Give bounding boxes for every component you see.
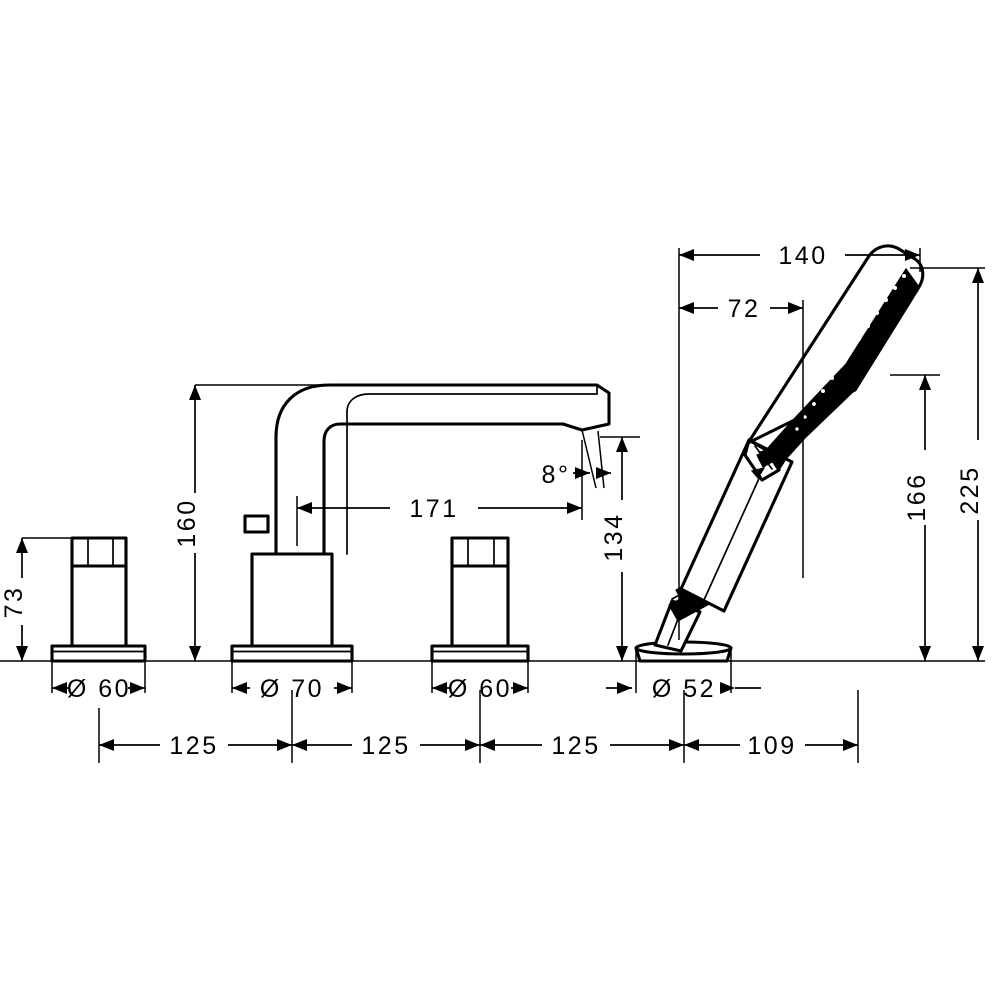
right-control-handle (430, 536, 530, 663)
dimension-73: 73 (0, 537, 80, 661)
dimension-label-160: 160 (173, 498, 201, 547)
dimension-label-dia60-left: Ø 60 (67, 675, 131, 703)
dimension-dia-70: Ø 70 (231, 646, 353, 703)
dimension-label-134: 134 (600, 512, 628, 561)
dimension-label-225: 225 (956, 465, 984, 514)
dimension-label-dia52: Ø 52 (652, 675, 716, 703)
left-control-handle (50, 536, 147, 663)
dimension-label-109: 109 (747, 732, 796, 760)
dimension-angle-8: 8° (542, 429, 611, 489)
shower-nozzle-dots (795, 274, 906, 431)
bath-spout (230, 383, 611, 663)
dimension-label-72: 72 (728, 295, 761, 323)
dimension-166: 166 (890, 374, 940, 661)
dimension-label-166: 166 (903, 472, 931, 521)
dimension-dia-60-left: Ø 60 (51, 646, 146, 703)
dimension-spacing-row: 125 125 125 109 (98, 690, 859, 763)
dimension-225: 225 (956, 268, 984, 661)
dimension-dia-60-right: Ø 60 (431, 646, 529, 703)
dimension-134: 134 (600, 436, 640, 661)
dimension-dia-52: Ø 52 (606, 650, 761, 703)
dimension-label-dia60-right: Ø 60 (448, 675, 512, 703)
dimension-label-dia70: Ø 70 (260, 675, 324, 703)
dimension-label-125-1: 125 (169, 732, 218, 760)
dimension-72: 72 (679, 295, 804, 578)
dimension-label-8deg: 8° (542, 461, 571, 489)
dimension-label-73: 73 (0, 586, 28, 619)
dimension-171: 171 (296, 440, 583, 546)
dimension-label-140: 140 (778, 242, 827, 270)
dimension-label-171: 171 (409, 495, 458, 523)
dimension-label-125-2: 125 (361, 732, 410, 760)
dimension-label-125-3: 125 (551, 732, 600, 760)
hand-shower (634, 244, 925, 663)
dimension-160: 160 (173, 384, 360, 661)
